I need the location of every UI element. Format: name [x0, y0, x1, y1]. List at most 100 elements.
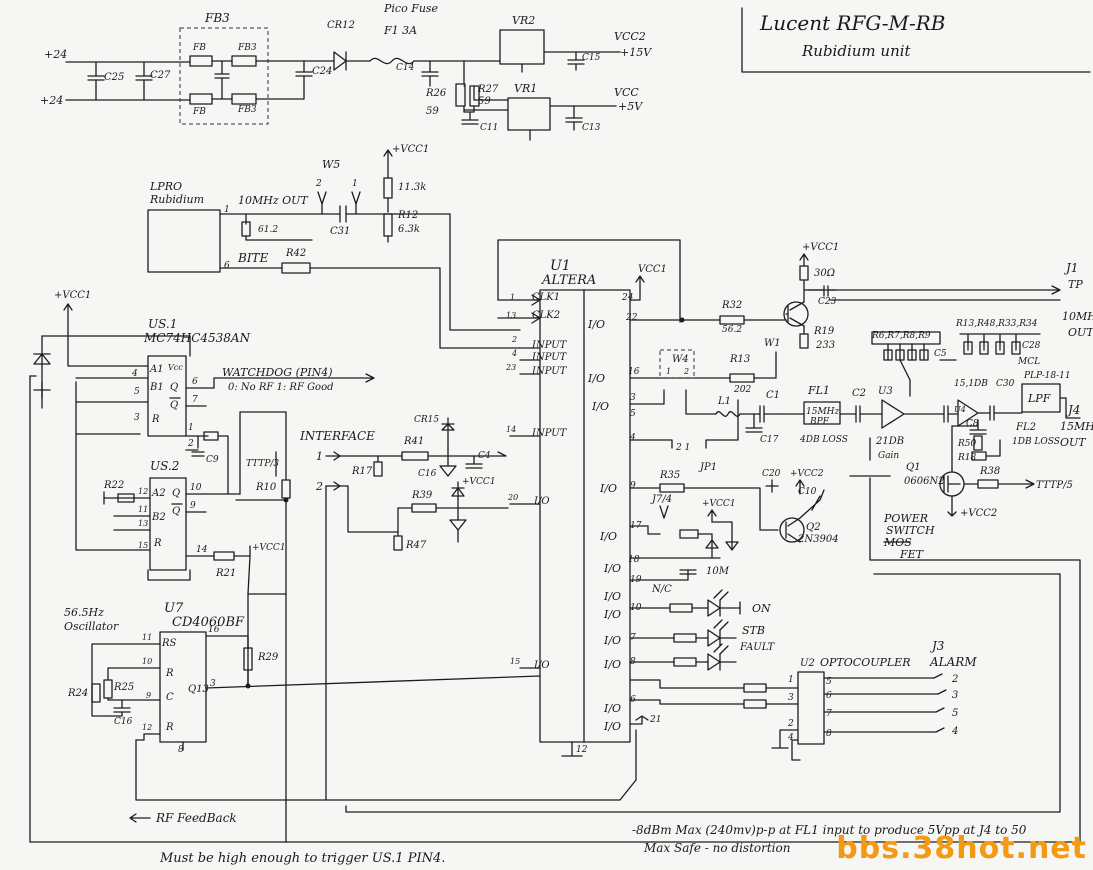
us1-vcc1: +VCC1: [54, 290, 91, 301]
r41-label: R41: [403, 436, 424, 447]
c1-label: C1: [766, 390, 780, 401]
us2-pin11: 11: [138, 505, 148, 514]
u1-io-right-7: I/O: [603, 634, 621, 647]
fb1-label: FB: [192, 43, 206, 53]
vr2-label: VR2: [512, 14, 535, 27]
us2-monostable: US.2 A2 B2 R Q Q R22 12 11 13 15 10 9 14…: [75, 411, 291, 843]
c13-label: C13: [582, 123, 601, 133]
r24-resistor: [91, 683, 101, 703]
power-switch-1: POWER: [883, 512, 928, 525]
r19-resistor: [799, 333, 809, 349]
title-line2: Rubidium unit: [801, 42, 912, 60]
jp1-label: JP1: [698, 462, 717, 473]
u1-pin5: 5: [630, 409, 636, 419]
notes-section: RF FeedBack Must be high enough to trigg…: [129, 811, 1027, 866]
r61-value: 61.2: [258, 225, 278, 235]
rf-vcc2: +VCC2: [790, 469, 824, 479]
u2-pin5: 5: [826, 677, 832, 687]
jp1-pins: 2 1: [675, 443, 690, 453]
rubidium-label: Rubidium: [149, 193, 204, 206]
ten-m-label: 10M: [706, 566, 730, 577]
r21-resistor: [213, 551, 235, 561]
us1-pin6: 6: [192, 377, 198, 387]
r22-label: R22: [103, 480, 124, 491]
u1-io-right-22: I/O: [587, 318, 605, 331]
r9-resistor: [919, 349, 929, 361]
ferrite-bead: [189, 55, 213, 67]
cr12-label: CR12: [327, 20, 355, 31]
u1-io-right-10: I/O: [603, 608, 621, 621]
r48-resistor: [979, 341, 989, 355]
rf-output-transistor: [783, 301, 809, 327]
tp3-label: TTTP/3: [246, 459, 279, 469]
ferrite-bead: [231, 93, 257, 105]
r50-resistor: [973, 435, 983, 451]
q2-transistor: [779, 517, 805, 543]
us1-a1: A1: [149, 364, 164, 375]
c14-label: C14: [396, 63, 415, 73]
r30-value: 30Ω: [814, 268, 835, 279]
rf-vcc1: +VCC1: [802, 242, 839, 253]
u4-label: U4: [954, 405, 966, 414]
u2-pin8: 8: [826, 729, 832, 739]
us2-label: US.2: [150, 459, 179, 473]
j4-freq: 15MHz: [1060, 420, 1093, 433]
u7-pin8: 8: [178, 745, 184, 755]
u1-pin18: 18: [628, 555, 640, 565]
c24-label: C24: [312, 66, 332, 77]
us2-b2: B2: [151, 512, 166, 523]
fl1-bandpass-filter: [803, 401, 841, 425]
r22-resistor: [117, 493, 135, 503]
fb-group-label: FB3: [204, 11, 230, 25]
r38-resistor: [977, 479, 999, 489]
lpro-label: LPRO: [149, 180, 182, 193]
u1-pin20: 20: [507, 493, 518, 502]
fl2-loss: 1DB LOSS: [1012, 437, 1060, 447]
r30-resistor: [799, 265, 809, 281]
u1-pin15: 15: [510, 657, 520, 666]
mcl-label: MCL: [1017, 357, 1040, 367]
c27-label: C27: [150, 70, 171, 81]
c31-label: C31: [330, 226, 350, 237]
us1-part: MC74HC4538AN: [143, 331, 251, 345]
lpro-pin1: 1: [224, 205, 230, 215]
rf-feedback-note: RF FeedBack: [155, 811, 237, 825]
u1-pin24: 24: [621, 293, 634, 303]
u2-pin2: 2: [787, 719, 794, 729]
q1-vcc2: +VCC2: [960, 508, 997, 519]
u1-clk2: CLK2: [532, 310, 560, 321]
r12-label: R12: [397, 210, 418, 221]
u7-pin12: 12: [142, 723, 152, 732]
fl1-freq: 15MHz: [806, 407, 840, 417]
u1-pin4: 4: [511, 349, 517, 358]
distortion-note: Max Safe - no distortion: [643, 841, 790, 855]
r8-resistor: [907, 349, 917, 361]
w4-pin1: 1: [666, 367, 671, 376]
level-note: -8dBm Max (240mv)p-p at FL1 input to pro…: [632, 823, 1027, 837]
rubidium-section: LPRO Rubidium 1 6 10MHz OUT BITE 61.2 W5…: [147, 144, 521, 349]
fb-group-box: [179, 27, 269, 125]
opto-resistor-1: [743, 683, 767, 693]
u1-input-23: INPUT: [531, 366, 568, 377]
plp-label: PLP-18-11: [1023, 371, 1071, 381]
u2-pin7: 7: [826, 709, 832, 719]
c28-label: C28: [1022, 341, 1041, 351]
r17-label: R17: [351, 466, 373, 477]
u1-vcc1: VCC1: [638, 264, 667, 275]
r33-resistor: [995, 341, 1005, 355]
u1-part: ALTERA: [541, 273, 596, 288]
lpro-bite: BITE: [237, 251, 269, 265]
c17-label: C17: [760, 435, 779, 445]
u2-pin4: 4: [787, 733, 794, 743]
r10-label: R10: [255, 482, 277, 493]
j1-freq: 10MHz: [1062, 310, 1093, 323]
f1-label: F1 3A: [383, 24, 417, 37]
u1-io-20: I/O: [533, 496, 550, 507]
u3-gain-label: Gain: [878, 451, 899, 461]
rf-section: R32 56.2 +VCC1 30Ω C23 R19 233 J1 TP 10M…: [629, 242, 1093, 671]
vcc1-rb: +VCC1: [392, 144, 429, 155]
u7-pin11: 11: [142, 633, 152, 642]
j7-label: J7/4: [650, 494, 672, 505]
